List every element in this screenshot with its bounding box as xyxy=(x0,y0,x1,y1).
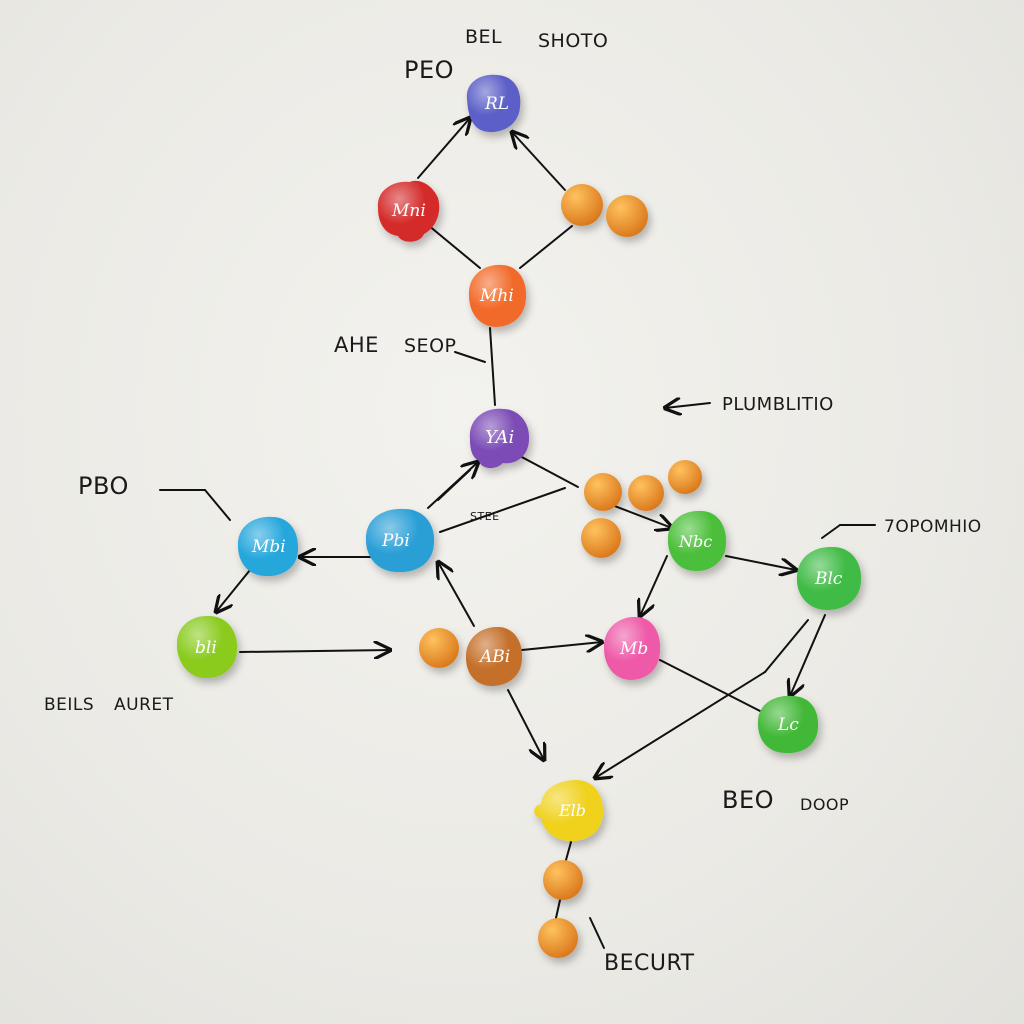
label-center-small: STEE xyxy=(470,510,500,523)
edge-brown-to-pink xyxy=(521,642,602,650)
bead xyxy=(561,184,603,226)
edge-pbo-pointer-b xyxy=(204,489,231,521)
node-orange: Mhi xyxy=(468,264,527,327)
edge-greenr-to-yellow xyxy=(595,671,766,778)
node-purple-label: YAi xyxy=(485,427,514,448)
label-left-low-a: BEILS xyxy=(44,695,94,715)
label-top-right: SHOTO xyxy=(538,30,608,52)
node-red-label: Mni xyxy=(391,201,426,221)
edge-greenr-to-greenb xyxy=(790,614,826,696)
edge-left-to-lime xyxy=(216,569,251,612)
edge-red-to-orange xyxy=(427,224,481,269)
node-green-right-label: Blc xyxy=(814,569,843,589)
node-brown-label: ABi xyxy=(478,647,510,667)
node-orange-label: Mhi xyxy=(479,286,514,306)
labels: PEO BEL SHOTO AHE SEOP PLUMBLITIO PBO 7O… xyxy=(44,26,982,976)
node-pink: Mb xyxy=(603,616,661,680)
node-cyan-left-label: Mbi xyxy=(251,537,286,557)
bead xyxy=(584,473,622,511)
node-lime: bli xyxy=(176,615,238,679)
bead xyxy=(419,628,459,668)
edge-ahe-pointer xyxy=(454,351,486,363)
label-right-mid: 7OPOMHIO xyxy=(884,517,982,537)
label-left-low-b: AURET xyxy=(114,695,174,715)
label-left: PBO xyxy=(78,472,129,500)
edge-brown-to-cyan xyxy=(438,562,475,627)
edge-orange-to-bead xyxy=(519,225,573,269)
edge-green-to-pink xyxy=(640,555,668,616)
node-green-center-label: Nbc xyxy=(678,532,712,551)
edge-becurt-pointer xyxy=(589,917,605,949)
node-top: RL xyxy=(466,74,521,133)
edge-yellow-to-bead xyxy=(565,841,572,861)
node-yellow-label: Elb xyxy=(558,801,586,820)
node-cyan-left: Mbi xyxy=(237,516,299,577)
node-green-center: Nbc xyxy=(667,510,727,572)
edge-lime-to-bead xyxy=(239,650,390,652)
node-pink-label: Mb xyxy=(619,639,648,659)
beads xyxy=(419,184,702,958)
edge-7opo-pointer-b xyxy=(821,524,841,539)
label-top-left: PEO xyxy=(404,56,454,84)
label-mid-left-upper: AHE xyxy=(334,333,379,357)
edge-green-to-greenr xyxy=(725,555,796,570)
label-mid-left-upper-b: SEOP xyxy=(404,335,456,357)
node-cyan-center-label: Pbi xyxy=(381,531,410,551)
bead xyxy=(668,460,702,494)
node-top-label: RL xyxy=(484,94,509,114)
node-green-right: Blc xyxy=(796,546,862,610)
edge-plumb-pointer xyxy=(665,403,711,408)
node-cyan-center: Pbi xyxy=(365,508,435,573)
node-yellow: Elb xyxy=(534,780,604,842)
edge-bead-to-top xyxy=(512,132,566,191)
label-right-upper: PLUMBLITIO xyxy=(722,394,834,415)
bead xyxy=(606,195,648,237)
nodes: RL Mni Mhi YAi Mbi Pbi xyxy=(176,74,862,842)
node-green-bottom-label: Lc xyxy=(777,715,799,735)
bead xyxy=(538,918,578,958)
label-right-low-a: BEO xyxy=(722,786,774,814)
edge-beads-to-green xyxy=(611,504,672,528)
edge-bead-chain xyxy=(555,899,561,919)
edge-orange-to-purple xyxy=(489,327,496,406)
node-green-bottom: Lc xyxy=(757,695,819,754)
node-brown: ABi xyxy=(465,626,523,686)
bead xyxy=(543,860,583,900)
edge-purple-to-beads xyxy=(517,454,579,488)
edge-greenr-diag xyxy=(764,619,809,673)
label-right-low-b: DOOP xyxy=(800,795,849,814)
edge-cyan-to-purple-b xyxy=(437,469,471,501)
node-red: Mni xyxy=(377,180,440,242)
label-top-center: BEL xyxy=(465,26,502,48)
node-purple: YAi xyxy=(469,408,530,469)
edge-brown-to-yellow xyxy=(507,689,544,760)
edge-stee-line xyxy=(439,487,566,533)
bead xyxy=(581,518,621,558)
node-lime-label: bli xyxy=(195,638,217,658)
label-bottom: BECURT xyxy=(604,951,695,976)
edge-pink-to-greenb xyxy=(659,659,763,713)
edge-red-to-top xyxy=(417,118,470,179)
bead xyxy=(628,475,664,511)
edges xyxy=(159,118,876,949)
